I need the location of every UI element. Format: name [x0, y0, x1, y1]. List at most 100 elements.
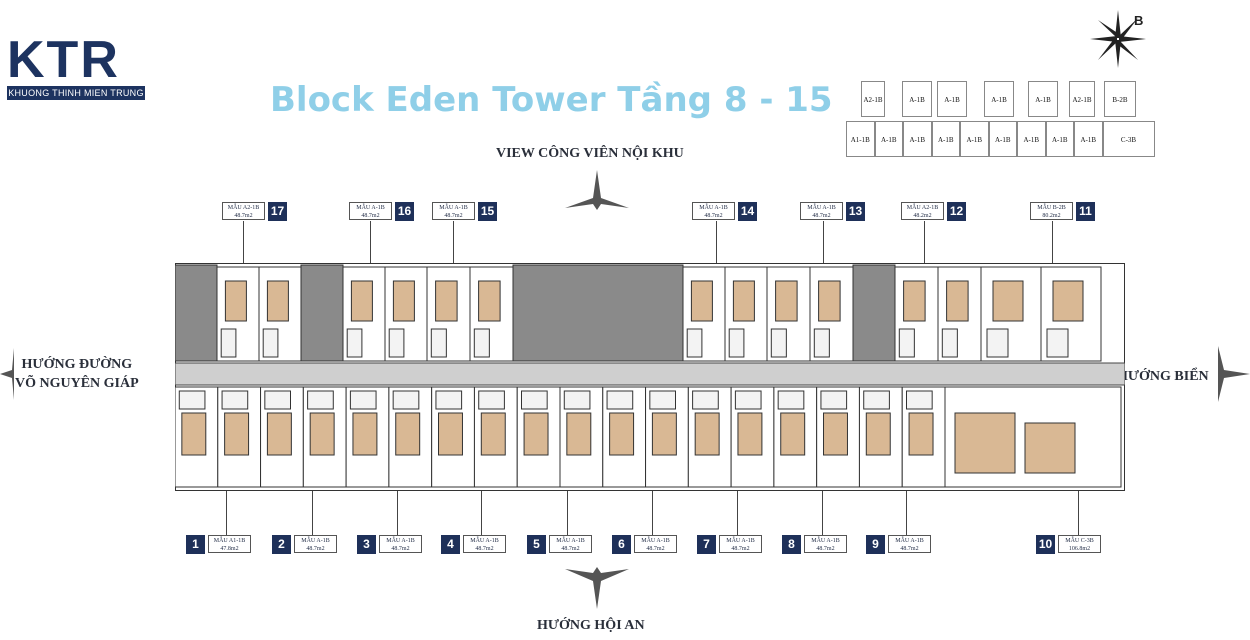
arrow-south-icon [565, 567, 629, 609]
key-plan-cell: A-1B [937, 81, 967, 117]
bedroom [694, 412, 720, 456]
bathroom [563, 390, 591, 410]
bathroom [898, 328, 915, 358]
direction-west-line1: HƯỚNG ĐƯỜNG [21, 357, 133, 372]
unit-model: MẪU A-1B [699, 205, 728, 211]
arrow-west-icon [0, 348, 14, 400]
key-plan-cell: A-1B [1045, 121, 1074, 157]
unit-area: 48.7m2 [900, 546, 919, 552]
leader-line [906, 491, 907, 535]
key-plan-cell: A-1B [1017, 121, 1046, 157]
compass-label: B [1134, 13, 1143, 28]
bedroom [651, 412, 677, 456]
unit-callout-14[interactable]: MẪU A-1B 48.7m2 14 [692, 202, 757, 221]
unit-area: 80.2m2 [1042, 213, 1061, 219]
bathroom [349, 390, 377, 410]
bathroom [1046, 328, 1069, 358]
unit-model: MẪU A-1B [641, 538, 670, 544]
leader-line [652, 491, 653, 535]
leader-line [243, 221, 244, 263]
bathroom [178, 390, 206, 410]
unit-model: MẪU A2-1B [227, 205, 260, 211]
unit-number-badge: 8 [782, 535, 801, 554]
bathroom [770, 328, 787, 358]
leader-line [312, 491, 313, 535]
bedroom [350, 280, 373, 322]
bedroom [266, 280, 289, 322]
bathroom [478, 390, 505, 410]
key-plan-cell: A-1B [988, 121, 1017, 157]
bathroom [649, 390, 677, 410]
bathroom [473, 328, 490, 358]
bathroom [262, 328, 279, 358]
core-block [175, 264, 218, 362]
unit-model: MẪU A-1B [356, 205, 385, 211]
unit-label: MẪU A-1B 48.7m2 [692, 202, 735, 220]
unit-number-badge: 3 [357, 535, 376, 554]
core-block [300, 264, 344, 362]
key-plan-cell: A2-1B [861, 81, 885, 117]
key-plan-cell: A-1B [903, 121, 932, 157]
bathroom [734, 390, 762, 410]
bathroom [392, 390, 420, 410]
unit-number-badge: 14 [738, 202, 757, 221]
leader-line [822, 491, 823, 535]
logo-subtitle: KHUONG THINH MIEN TRUNG [7, 86, 145, 100]
core-block [852, 264, 896, 362]
unit-area: 48.7m2 [704, 213, 723, 219]
unit-model: MẪU A1-1B [213, 538, 246, 544]
unit-model: MẪU A-1B [556, 538, 585, 544]
bedroom [818, 280, 841, 322]
key-plan-cell: A2-1B [1069, 81, 1095, 117]
unit-model: MẪU B-2B [1037, 205, 1066, 211]
bathroom [906, 390, 933, 410]
unit-model: MẪU A-1B [470, 538, 499, 544]
unit-number-badge: 13 [846, 202, 865, 221]
key-plan-cell: A-1B [902, 81, 932, 117]
core-block [512, 264, 684, 362]
leader-line [370, 221, 371, 263]
floor-plan [175, 263, 1125, 491]
unit-area: 48.7m2 [306, 546, 325, 552]
leader-line [567, 491, 568, 535]
unit-number-badge: 4 [441, 535, 460, 554]
leader-line [924, 221, 925, 263]
unit-area: 48.7m2 [816, 546, 835, 552]
unit-number-badge: 6 [612, 535, 631, 554]
bedroom [395, 412, 421, 456]
bathroom [307, 390, 334, 410]
direction-east: HƯỚNG BIỂN [1117, 369, 1209, 384]
bedroom [823, 412, 848, 456]
bedroom [780, 412, 806, 456]
unit-area: 48.7m2 [234, 213, 253, 219]
key-plan-cell: A-1B [960, 121, 989, 157]
leader-line [481, 491, 482, 535]
unit-model: MẪU A-1B [726, 538, 755, 544]
